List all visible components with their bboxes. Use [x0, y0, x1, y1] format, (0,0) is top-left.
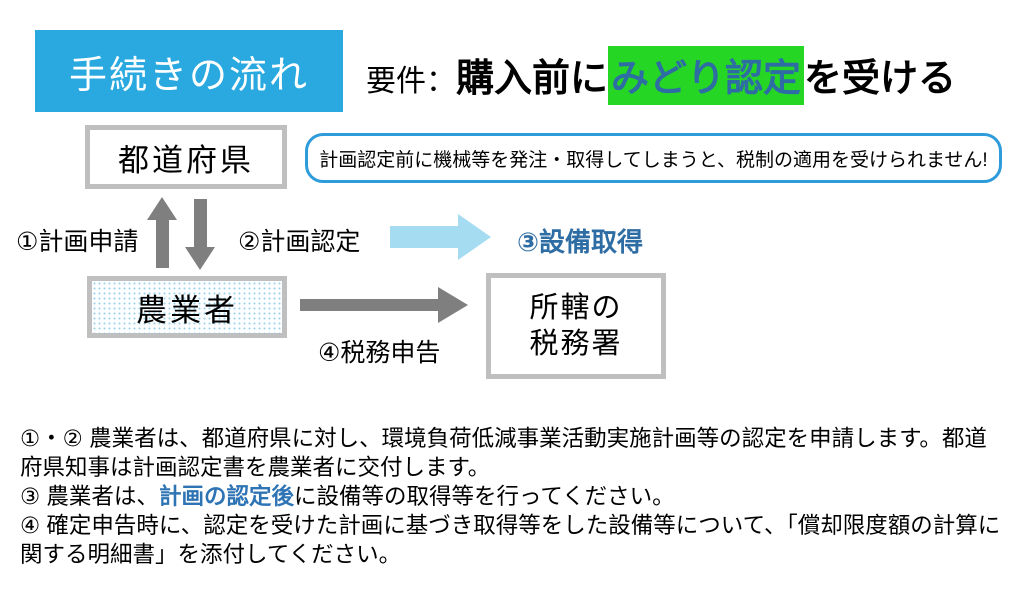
note-step-3-pre: ③ 農業者は、 — [20, 484, 159, 509]
prefecture-box: 都道府県 — [85, 125, 287, 189]
warning-callout: 計画認定前に機械等を発注・取得してしまうと、税制の適用を受けられません! — [305, 133, 1002, 183]
note-step-4: ④ 確定申告時に、認定を受けた計画に基づき取得等をした設備等について、「償却限度… — [20, 513, 1001, 567]
arrow-up-shaft — [155, 220, 169, 268]
step1-plan-application-label: ①計画申請 — [16, 228, 139, 256]
prefecture-box-label: 都道府県 — [118, 142, 254, 178]
tax-office-line2: 税務署 — [529, 328, 623, 360]
arrow-up-icon — [147, 197, 177, 268]
tax-office-box: 所轄の 税務署 — [486, 273, 666, 379]
arrow-down-head — [185, 247, 215, 270]
tax-office-line1: 所轄の — [529, 291, 623, 324]
warning-text: 計画認定前に機械等を発注・取得してしまうと、税制の適用を受けられません! — [319, 149, 988, 171]
arrow-right-blue-icon — [390, 214, 491, 260]
step2-plan-certification-label: ②計画認定 — [238, 228, 361, 256]
arrow-right-gray-head — [438, 287, 468, 323]
arrow-up-head — [147, 197, 177, 220]
step3-equipment-acquisition-label: ③設備取得 — [517, 227, 644, 257]
heading-highlight-midori-certification: みどり認定 — [608, 46, 805, 105]
farmer-box-label: 農業者 — [136, 292, 238, 328]
note-step-3-highlight: 計画の認定後 — [158, 484, 294, 509]
requirement-prefix: 要件： — [366, 65, 456, 98]
arrow-down-shaft — [193, 199, 207, 247]
arrow-right-blue-head — [458, 214, 491, 260]
notes-block: ①・② 農業者は、都道府県に対し、環境負荷低減事業活動実施計画等の認定を申請しま… — [20, 424, 1008, 569]
note-step-3: ③ 農業者は、計画の認定後に設備等の取得等を行ってください。 — [20, 482, 1008, 511]
arrow-down-icon — [185, 199, 215, 270]
note-step-3-post: に設備等の取得等を行ってください。 — [293, 484, 675, 509]
title-box: 手続きの流れ — [35, 30, 343, 112]
step4-tax-filing-label: ④税務申告 — [318, 339, 441, 367]
arrow-right-gray-icon — [300, 287, 468, 323]
arrow-right-gray-shaft — [300, 299, 438, 311]
farmer-box: 農業者 — [87, 276, 287, 338]
requirement-heading: 要件：購入前にみどり認定を受ける — [366, 46, 956, 105]
note-steps-1-2: ①・② 農業者は、都道府県に対し、環境負荷低減事業活動実施計画等の認定を申請しま… — [20, 426, 987, 480]
arrow-right-blue-shaft — [390, 226, 458, 248]
heading-text-after: を受ける — [804, 58, 957, 100]
heading-text-before: 購入前に — [456, 58, 609, 100]
page-title: 手続きの流れ — [68, 54, 309, 97]
